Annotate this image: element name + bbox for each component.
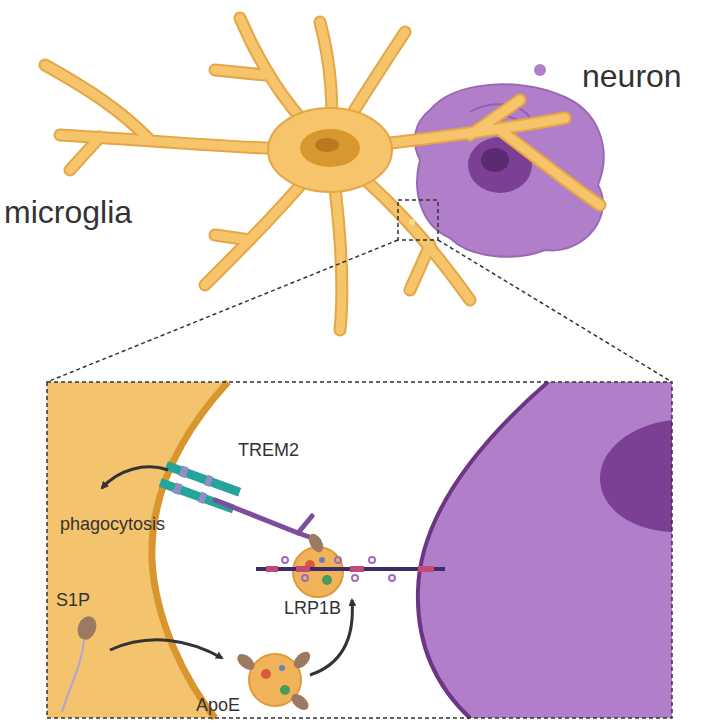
molecule-name: ApoE bbox=[196, 695, 240, 716]
cell-name: neuron bbox=[582, 58, 682, 95]
microglia-cell bbox=[45, 18, 600, 330]
receptor-name: LRP1B bbox=[284, 598, 341, 619]
zoom-square bbox=[398, 200, 438, 240]
receptor-name: TREM2 bbox=[238, 440, 299, 461]
zoom-lines bbox=[47, 240, 672, 382]
cell-name: microglia bbox=[4, 194, 132, 231]
zoom-inset bbox=[47, 382, 672, 718]
neuron-cell bbox=[415, 64, 604, 257]
process-name: phagocytosis bbox=[60, 514, 165, 535]
molecule-name: S1P bbox=[56, 590, 90, 611]
